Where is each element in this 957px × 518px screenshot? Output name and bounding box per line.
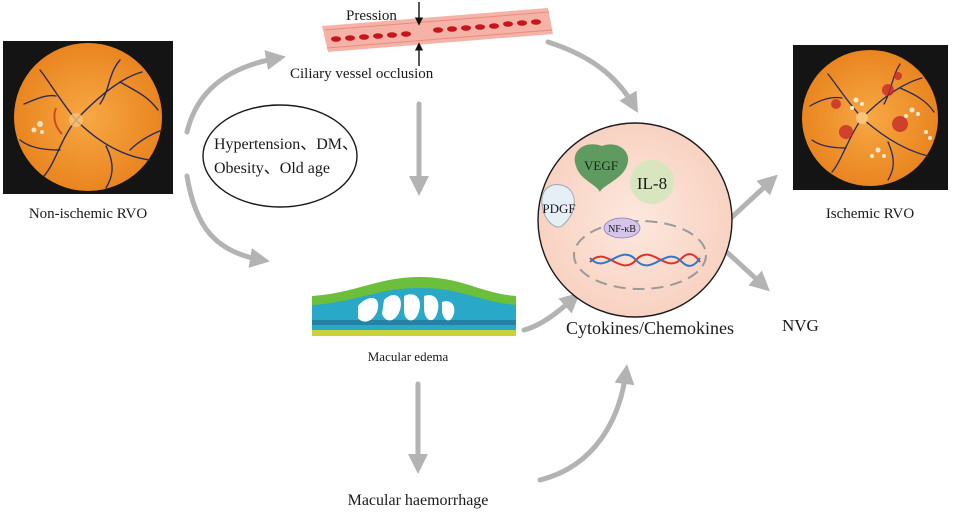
cytokines-label: Cytokines/Chemokines (566, 318, 734, 338)
macular-edema-label: Macular edema (368, 349, 449, 364)
arrow-to-edema (184, 173, 270, 268)
pdgf-label: PDGF (542, 201, 575, 216)
ciliary-vessel (322, 8, 553, 52)
il8-shape (630, 160, 674, 204)
ischemic-label: Ischemic RVO (826, 206, 915, 222)
non-ischemic-fundus-image (3, 41, 173, 194)
flow-arrows (184, 39, 778, 483)
risk-factors-ellipse (202, 104, 358, 208)
pdgf-shape (541, 184, 575, 228)
il8-label: IL-8 (637, 174, 667, 193)
risk-factors-line2: Obesity、Old age (214, 160, 330, 177)
vegf-shape (574, 144, 629, 192)
ischemic-fundus-image (793, 45, 948, 190)
nucleus (573, 220, 707, 290)
cytokines-cell (537, 122, 733, 318)
ciliary-label: Ciliary vessel occlusion (290, 66, 434, 82)
arrow-ciliary-to-cytokines (545, 39, 639, 113)
arrow-edema-to-cytokines (521, 292, 580, 333)
dna-helix (589, 253, 701, 267)
arrow-to-ciliary (184, 50, 286, 135)
nfkb-label: NF-κB (608, 224, 636, 235)
non-ischemic-label: Non-ischemic RVO (29, 206, 148, 222)
vegf-label: VEGF (584, 158, 618, 173)
pression-label: Pression (346, 8, 397, 24)
nfkb-shape (603, 217, 641, 239)
nvg-label: NVG (782, 316, 819, 335)
risk-factors-line1: Hypertension、DM、 (214, 136, 358, 153)
arrow-haemorrhage-to-cytokines (537, 364, 635, 483)
macular-edema-image (312, 277, 516, 336)
macular-haemorrhage-label: Macular haemorrhage (348, 492, 489, 509)
